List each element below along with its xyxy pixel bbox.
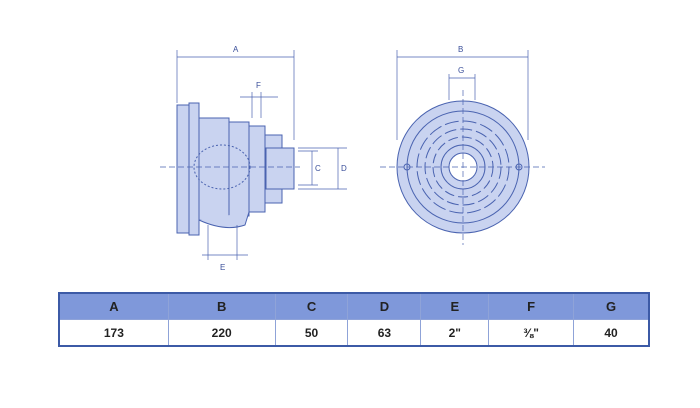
value-d: 63 bbox=[347, 319, 422, 347]
value-b: 220 bbox=[167, 319, 276, 347]
header-g: G bbox=[573, 292, 650, 320]
dim-b-label: B bbox=[458, 45, 463, 54]
header-c: C bbox=[274, 292, 349, 320]
header-a: A bbox=[58, 292, 169, 320]
header-b: B bbox=[167, 292, 276, 320]
value-a: 173 bbox=[58, 319, 169, 347]
value-e: 2ʺ bbox=[420, 319, 490, 347]
technical-drawing: A F C D E B G bbox=[160, 45, 545, 272]
dim-g-label: G bbox=[458, 66, 464, 75]
side-view bbox=[160, 50, 347, 260]
value-f: ⅜ʺ bbox=[488, 319, 575, 347]
value-c: 50 bbox=[274, 319, 349, 347]
dimensions-table: A B C D E F G 173 220 50 63 2ʺ ⅜ʺ 40 bbox=[58, 292, 650, 347]
header-e: E bbox=[420, 292, 490, 320]
table-header-row: A B C D E F G bbox=[58, 292, 650, 320]
dim-e-label: E bbox=[220, 263, 225, 272]
value-g: 40 bbox=[573, 319, 650, 347]
header-f: F bbox=[488, 292, 575, 320]
header-d: D bbox=[347, 292, 422, 320]
dim-a-label: A bbox=[233, 45, 239, 54]
table-row: 173 220 50 63 2ʺ ⅜ʺ 40 bbox=[58, 319, 650, 347]
dim-c-label: C bbox=[315, 164, 321, 173]
dim-f-label: F bbox=[256, 81, 261, 90]
dim-d-label: D bbox=[341, 164, 347, 173]
front-view bbox=[380, 50, 545, 245]
